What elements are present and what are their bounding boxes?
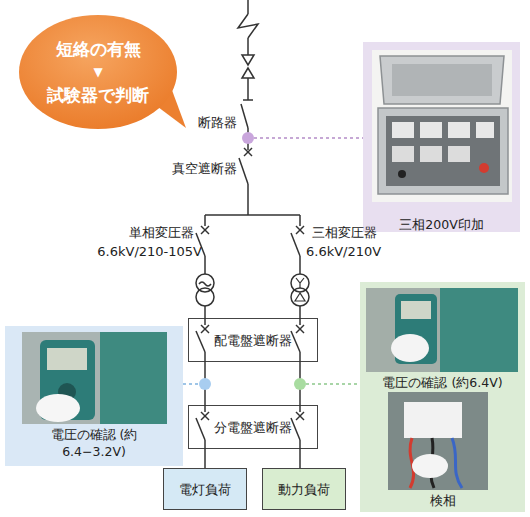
node-text: 動力負荷 (278, 481, 330, 498)
node-text: 電圧の確認 (約6.4−3.2V) (44, 426, 144, 460)
component-label: 三相変圧器 (312, 224, 377, 241)
text-stack: 配電盤遮断器 (189, 319, 317, 361)
text-stack: 短絡の有無▼試験器で判断 (18, 12, 178, 132)
wire-connector (299, 362, 301, 405)
photo-panel: 電圧の確認 (約6.4−3.2V) (5, 326, 183, 466)
node-text: 電圧の確認 (約6.4V) (360, 374, 525, 391)
photo-panel: 三相200V印加 (363, 42, 520, 232)
node-text: 検相 (360, 492, 525, 509)
speech-bubble: 短絡の有無▼試験器で判断 (18, 12, 186, 137)
bubble-text: 試験器で判断 (47, 82, 149, 108)
breaker-box: 分電盤遮断器 (188, 405, 318, 449)
text-stack: 動力負荷 (263, 469, 345, 509)
bubble-text: 短絡の有無 (56, 36, 141, 62)
component-label: 6.6kV/210-105V (97, 243, 202, 260)
component-label: 真空遮断器 (172, 160, 237, 177)
component-label: 単相変圧器 (129, 224, 194, 241)
text-stack: 電灯負荷 (164, 469, 246, 509)
photo-panel: 電圧の確認 (約6.4V) 検相 (360, 282, 525, 512)
node-text: 配電盤遮断器 (214, 332, 292, 349)
wire-connector (204, 449, 206, 468)
wire-connector (299, 449, 301, 468)
breaker-box: 配電盤遮断器 (188, 318, 318, 362)
bubble-text: ▼ (93, 62, 102, 82)
bubble-body (19, 15, 177, 129)
node-text: 三相200V印加 (363, 216, 520, 233)
text-stack: 分電盤遮断器 (189, 406, 317, 448)
component-label: 断路器 (198, 114, 237, 131)
wire-connector (204, 362, 206, 405)
component-label: 6.6kV/210V (306, 243, 381, 260)
load-box: 動力負荷 (262, 468, 346, 510)
load-box: 電灯負荷 (163, 468, 247, 510)
node-text: 分電盤遮断器 (214, 419, 292, 436)
node-text: 電灯負荷 (179, 481, 231, 498)
